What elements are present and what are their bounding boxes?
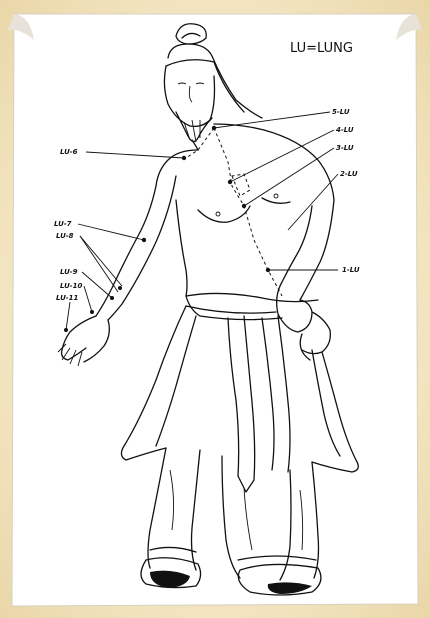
point-label: 5-LU xyxy=(332,108,350,116)
point-label: LU-9 xyxy=(60,268,78,276)
point-label: LU-8 xyxy=(56,232,74,240)
paper-sheet xyxy=(12,14,418,606)
point-label: 3-LU xyxy=(336,144,354,152)
point-label: 4-LU xyxy=(336,126,354,134)
point-label: LU-6 xyxy=(60,148,78,156)
point-label: LU-11 xyxy=(56,294,79,302)
point-label: 2-LU xyxy=(340,170,358,178)
point-label: LU-10 xyxy=(60,282,83,290)
point-label: 1-LU xyxy=(342,266,360,274)
point-label: LU-7 xyxy=(54,220,72,228)
diagram-title: LU=LUNG xyxy=(290,41,353,56)
